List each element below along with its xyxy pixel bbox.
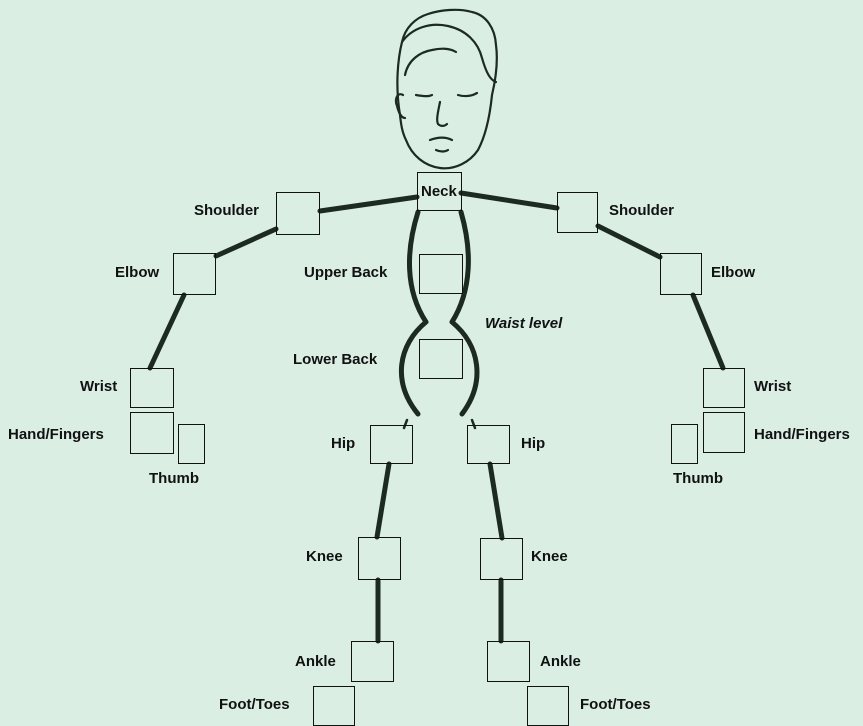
label-hand-right: Hand/Fingers xyxy=(754,426,850,443)
head-illustration xyxy=(394,8,498,170)
box-neck[interactable] xyxy=(417,172,462,211)
label-knee-left: Knee xyxy=(306,548,343,565)
label-thumb-left: Thumb xyxy=(149,470,199,487)
label-ankle-right: Ankle xyxy=(540,653,581,670)
label-ankle-left: Ankle xyxy=(295,653,336,670)
label-upper-back: Upper Back xyxy=(304,264,388,281)
label-lower-back: Lower Back xyxy=(293,351,378,368)
label-foot-left: Foot/Toes xyxy=(219,696,290,713)
label-wrist-right: Wrist xyxy=(754,378,792,395)
box-lower-back[interactable] xyxy=(419,339,463,379)
label-waist-level: Waist level xyxy=(485,315,563,332)
box-hip-right[interactable] xyxy=(467,425,510,464)
label-shoulder-left: Shoulder xyxy=(194,202,260,219)
box-knee-right[interactable] xyxy=(480,538,523,580)
box-shoulder-right[interactable] xyxy=(557,192,598,233)
box-wrist-right[interactable] xyxy=(703,368,745,408)
label-shoulder-right: Shoulder xyxy=(609,202,675,219)
box-hand-left[interactable] xyxy=(130,412,174,454)
label-hand-left: Hand/Fingers xyxy=(8,426,104,443)
box-elbow-right[interactable] xyxy=(660,253,702,295)
box-ankle-right[interactable] xyxy=(487,641,530,682)
label-hip-left: Hip xyxy=(331,435,356,452)
label-thumb-right: Thumb xyxy=(673,470,723,487)
box-shoulder-left[interactable] xyxy=(276,192,320,235)
label-wrist-left: Wrist xyxy=(80,378,118,395)
box-thumb-left[interactable] xyxy=(178,424,205,464)
box-upper-back[interactable] xyxy=(419,254,463,294)
box-foot-right[interactable] xyxy=(527,686,569,726)
label-neck: Neck xyxy=(421,183,457,200)
label-foot-right: Foot/Toes xyxy=(580,696,651,713)
box-thumb-right[interactable] xyxy=(671,424,698,464)
box-wrist-left[interactable] xyxy=(130,368,174,408)
box-ankle-left[interactable] xyxy=(351,641,394,682)
label-elbow-left: Elbow xyxy=(115,264,160,281)
box-hip-left[interactable] xyxy=(370,425,413,464)
box-knee-left[interactable] xyxy=(358,537,401,580)
label-knee-right: Knee xyxy=(531,548,568,565)
label-hip-right: Hip xyxy=(521,435,546,452)
box-elbow-left[interactable] xyxy=(173,253,216,295)
box-foot-left[interactable] xyxy=(313,686,355,726)
label-elbow-right: Elbow xyxy=(711,264,756,281)
box-hand-right[interactable] xyxy=(703,412,745,453)
